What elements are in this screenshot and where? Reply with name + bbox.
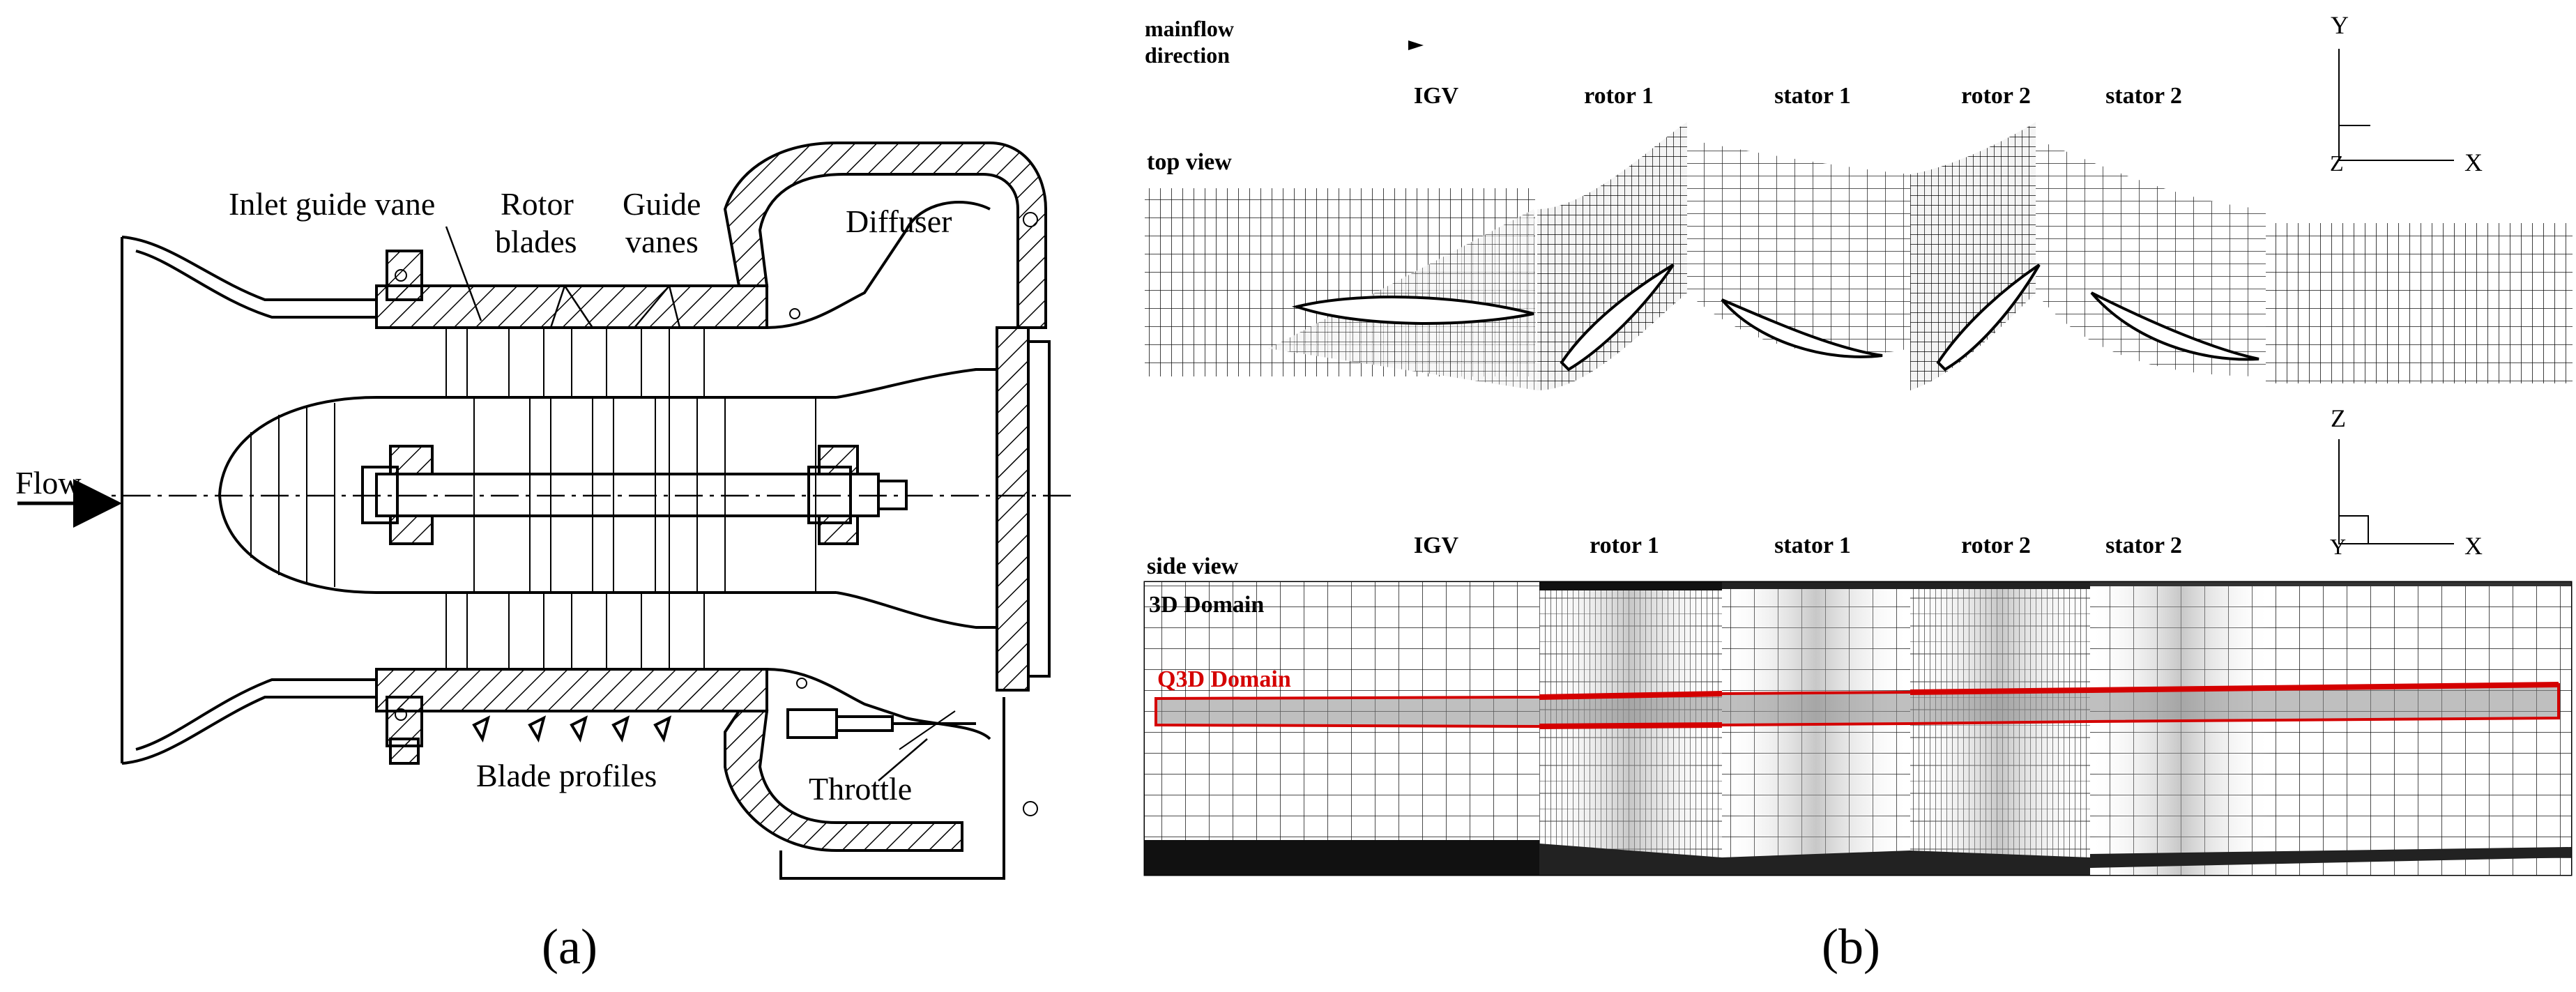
leader-lines [445,226,928,781]
top-stage-stator-1: stator 1 [1774,83,1851,109]
top-stage-rotor-2: rotor 2 [1961,83,2031,109]
label-q3d-domain: Q3D Domain [1157,666,1291,692]
compressor-drawing [77,142,1074,880]
top-axis-x: X [2464,148,2483,176]
label-throttle: Throttle [809,771,912,807]
mainflow-direction-line1: mainflow [1145,16,1234,41]
side-axes [2338,439,2454,544]
top-stage-rotor-1: rotor 1 [1584,83,1654,109]
side-view-label: side view [1147,554,1239,579]
mainflow-direction-line2: direction [1145,43,1230,68]
panel-a-label: (a) [542,919,597,975]
q3d-domain-strip [1154,682,2560,729]
top-axis-y: Y [2331,11,2349,39]
mainflow-arrow-icon [1408,40,1424,50]
label-blade-profiles: Blade profiles [476,758,657,793]
top-stage-igv: IGV [1414,83,1459,109]
top-view-label: top view [1147,149,1232,175]
top-view-mesh [1145,122,2573,390]
label-3d-domain: 3D Domain [1149,592,1264,618]
side-axis-x: X [2464,532,2483,560]
top-axes [2338,49,2454,161]
side-view-mesh [1143,581,2573,876]
flow-label: Flow [15,465,82,501]
side-stage-rotor-1: rotor 1 [1590,533,1659,558]
side-axis-z: Z [2331,404,2346,432]
panel-b-label: (b) [1822,919,1880,975]
side-stage-stator-2: stator 2 [2105,533,2182,558]
side-stage-rotor-2: rotor 2 [1961,533,2031,558]
side-axis-y: Y [2330,534,2346,559]
side-stage-stator-1: stator 1 [1774,533,1851,558]
top-axis-z: Z [2330,151,2344,176]
label-guide-vanes-line2: vanes [625,224,699,259]
label-inlet-guide-vane: Inlet guide vane [229,186,435,222]
top-stage-stator-2: stator 2 [2105,83,2182,109]
label-guide-vanes-line1: Guide [623,186,701,222]
label-rotor-blades-line2: blades [495,224,577,259]
label-diffuser: Diffuser [846,204,952,239]
label-rotor-blades-line1: Rotor [501,186,574,222]
side-stage-igv: IGV [1414,533,1459,558]
